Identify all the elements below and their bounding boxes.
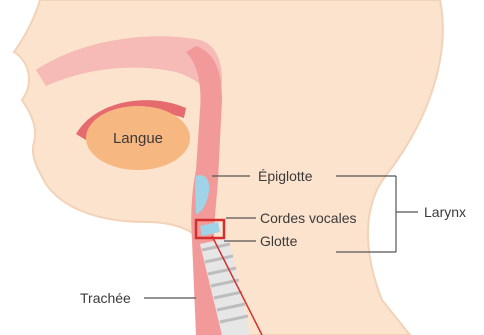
label-trachea: Trachée — [80, 290, 131, 306]
label-larynx: Larynx — [424, 204, 466, 220]
label-tongue: Langue — [113, 130, 163, 147]
label-glottis: Glotte — [260, 233, 298, 249]
label-epiglottis: Épiglotte — [258, 168, 313, 184]
label-vocal-cords: Cordes vocales — [260, 210, 357, 226]
